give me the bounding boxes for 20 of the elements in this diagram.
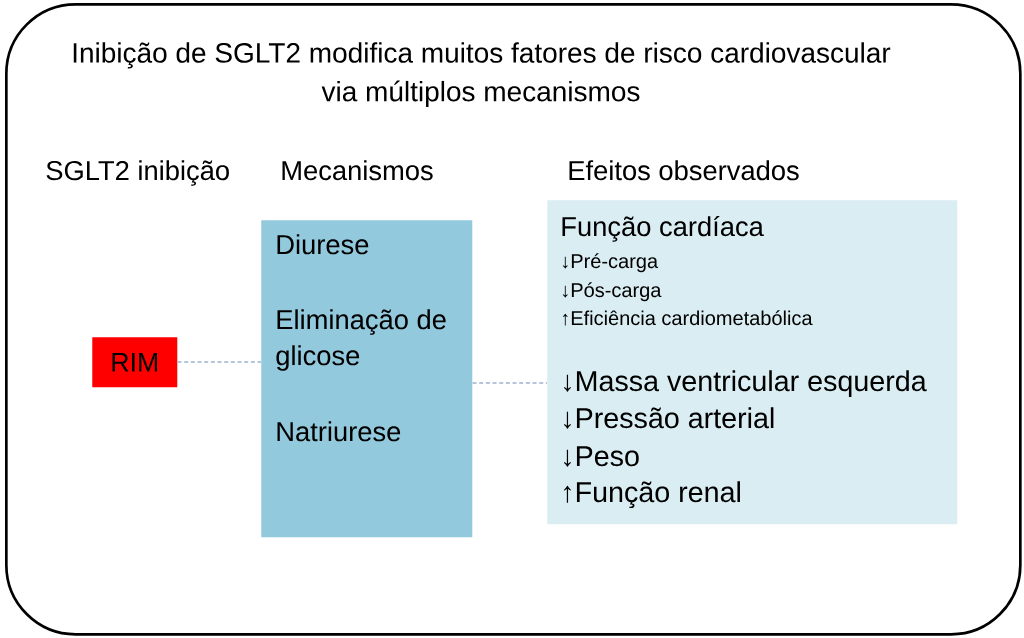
effect-item: ↓Pré-carga <box>562 253 659 273</box>
effects-box <box>547 200 958 525</box>
section-heading: Função cardíaca <box>562 215 764 242</box>
column-heading: SGLT2 inibição <box>46 160 229 186</box>
effect-item: ↑Função renal <box>564 481 740 509</box>
effect-item: ↓Pós-carga <box>562 282 662 302</box>
connector-line <box>471 382 548 384</box>
mechanism-item: Eliminação de glicose <box>276 309 446 371</box>
column-heading: Mecanismos <box>282 160 433 181</box>
rounded-panel <box>5 3 1022 636</box>
mechanism-item: Diurese <box>277 234 369 255</box>
effect-item: ↑Eficiência cardiometabólica <box>562 310 813 326</box>
mechanism-box <box>261 220 473 538</box>
effect-item: ↓Pressão arterial <box>564 407 774 429</box>
effect-item: ↓Peso <box>564 446 639 467</box>
connector-line <box>176 361 262 363</box>
effect-item: ↓Massa ventricular esquerda <box>564 370 927 397</box>
title-text: Inibição de SGLT2 modifica muitos fatores de risco cardiovascular via múltiplos mecanismos <box>73 42 891 108</box>
organ-box: RIM <box>92 337 178 388</box>
mechanism-item: Natriurese <box>277 421 401 442</box>
